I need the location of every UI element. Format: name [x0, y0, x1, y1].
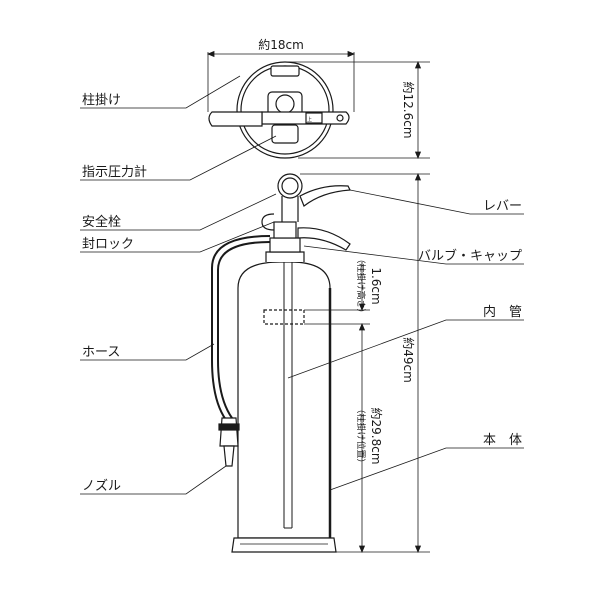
lower-handle: [297, 227, 351, 251]
hang-height-note: （柱掛け位置）: [355, 404, 367, 467]
hose-inner: [217, 241, 271, 419]
leader-nozzle: [80, 465, 227, 495]
lever-handle: [299, 185, 351, 207]
width-label: 約18cm: [258, 37, 304, 52]
nozzle-band: [218, 423, 240, 431]
top-view-cap: [270, 65, 300, 77]
gauge-side-inner: [281, 177, 299, 195]
hang-dimension: [304, 262, 370, 554]
hang-offset-note: （柱掛け高さ）: [355, 254, 367, 317]
depth-dimension: [285, 60, 430, 160]
depth-label: 約12.6cm: [401, 81, 416, 138]
leader-body: [329, 447, 524, 491]
label-hanger: 柱掛け: [82, 93, 121, 108]
top-view-lever-tip: [336, 114, 344, 122]
leader-gauge: [80, 135, 277, 181]
hose-outer: [211, 235, 271, 421]
label-seal-lock: 封ロック: [82, 237, 134, 252]
label-inner-tube: 内 管: [483, 304, 522, 320]
top-view-label-plate: [305, 112, 323, 124]
side-view: [211, 173, 351, 553]
label-hose: ホース: [82, 345, 120, 360]
leader-safety-pin: [80, 193, 277, 231]
label-pressure-gauge: 指示圧力計: [82, 164, 147, 180]
leader-hose: [80, 343, 215, 361]
leader-valve-cap: [303, 245, 524, 265]
label-lever: レバー: [483, 199, 522, 214]
label-nozzle: ノズル: [82, 478, 121, 494]
leader-lever: [349, 189, 524, 215]
hanger-side: [263, 309, 305, 325]
height-dimension: [300, 172, 430, 554]
leader-hanger: [80, 75, 241, 109]
safety-pin-ring: [261, 213, 275, 231]
top-view-gauge: [271, 124, 299, 144]
label-valve-cap: バルブ・キャップ: [418, 248, 522, 264]
nozzle-tip: [223, 445, 235, 467]
leader-lines: [80, 75, 524, 495]
top-view-hanger: [208, 111, 263, 127]
gauge-text: 上: [307, 116, 312, 123]
valve-neck: [265, 251, 305, 262]
leader-inner-tube: [287, 319, 524, 379]
nozzle-body: [219, 417, 239, 447]
gauge-stem: [281, 196, 299, 222]
height-label: 約49cm: [401, 337, 416, 383]
leader-seal-lock: [80, 221, 275, 253]
body-base: [231, 537, 337, 553]
hang-height-label: 約29.8cm: [369, 407, 384, 464]
valve-body: [269, 237, 301, 253]
valve-upper: [273, 221, 297, 239]
top-view: [208, 61, 350, 159]
label-body: 本 体: [483, 433, 522, 448]
top-view-knob: [275, 94, 295, 114]
hang-offset-label: 1.6cm: [369, 267, 383, 304]
label-safety-pin: 安全栓: [82, 214, 121, 230]
